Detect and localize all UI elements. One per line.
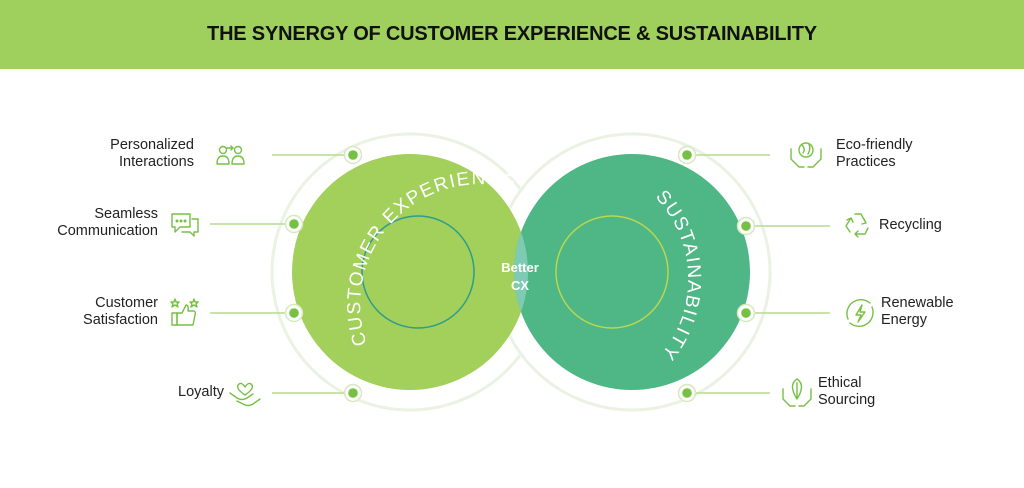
left-connector-dot [343,383,363,403]
right-item-label-line: Eco-friendly [836,137,913,153]
left-item-label-line: Personalized [110,137,194,153]
right-item-label-line: Recycling [879,216,942,233]
renewable-bolt-icon [846,298,874,328]
left-connector-dot [284,214,304,234]
left-connector-dot [284,303,304,323]
thumbs-up-stars-icon [170,298,199,326]
right-connector-dot [677,145,697,165]
right-connector-dot [736,216,756,236]
left-item-label-line: Satisfaction [83,312,158,328]
handshake-heart-icon [229,382,261,407]
left-item-label-line: Loyalty [178,383,224,400]
title-banner: THE SYNERGY OF CUSTOMER EXPERIENCE & SUS… [0,0,1024,69]
hands-leaf-icon [782,378,812,407]
page-title: THE SYNERGY OF CUSTOMER EXPERIENCE & SUS… [207,23,817,45]
left-item-label-line: Communication [57,223,158,239]
right-connector-dot [736,303,756,323]
right-item-label-line: Renewable [881,295,954,311]
left-item-label-line: Customer [95,295,158,311]
hands-globe-icon [790,142,822,168]
left-connector-dot [343,145,363,165]
sustainability-circle [514,154,750,390]
right-item-label-line: Energy [881,312,927,328]
person-exchange-icon [216,145,245,165]
overlap-label-line2: CX [511,278,529,293]
cx-circle [292,154,528,390]
right-item-label-line: Practices [836,154,896,170]
left-item-label-line: Interactions [119,154,194,170]
left-item-label-line: Seamless [94,206,158,222]
sustainability-inner-ring [555,215,669,329]
overlap-label-line1: Better [501,260,539,275]
cx-inner-ring [361,215,475,329]
right-connector-dot [677,383,697,403]
left-item-label: Loyalty [178,384,224,401]
chat-bubbles-icon [171,213,199,237]
right-item-label-line: Sourcing [818,392,876,408]
right-item-label: Recycling [879,217,942,234]
recycle-icon [845,213,869,238]
right-item-label-line: Ethical [818,375,862,391]
